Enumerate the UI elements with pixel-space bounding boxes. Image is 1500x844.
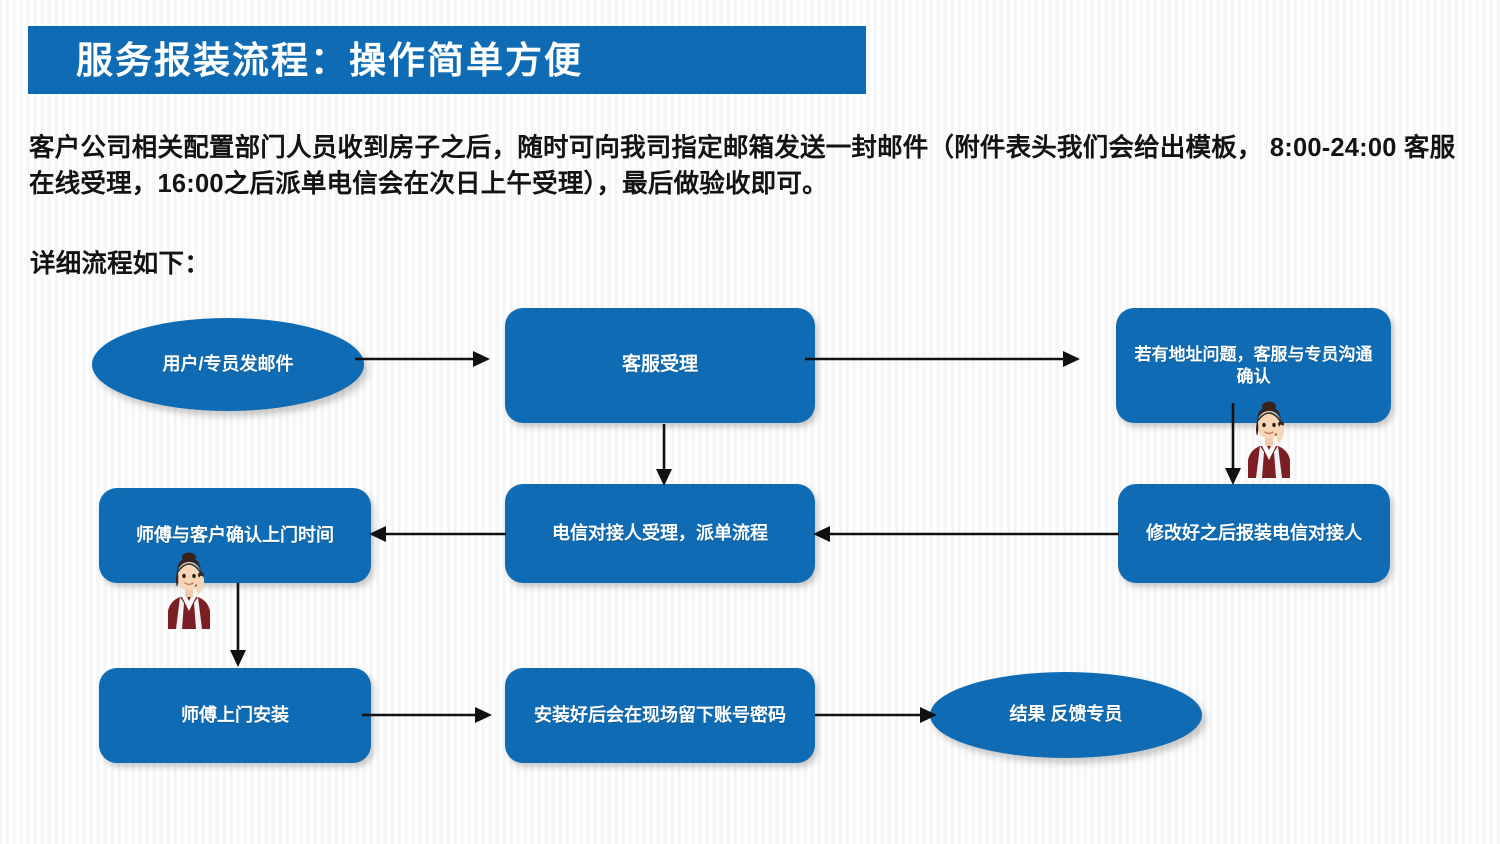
customer-service-operator-icon-left [158,551,220,629]
flow-node-confirm-visit-label: 师傅与客户确认上门时间 [136,524,334,545]
flow-edge-confirm-visit-to-install-onsite [227,583,249,667]
flow-node-leave-account[interactable]: 安装好后会在现场留下账号密码 [505,668,815,763]
flow-node-result-feedback-label: 结果 反馈专员 [1009,704,1123,725]
flow-node-confirm-visit[interactable]: 师傅与客户确认上门时间 [99,488,371,583]
detail-flow-label: 详细流程如下： [30,250,210,278]
flow-node-start[interactable]: 用户/专员发邮件 [92,318,364,411]
flow-node-cs-accept-label: 客服受理 [621,354,698,376]
flow-node-cs-accept[interactable]: 客服受理 [505,308,815,423]
flow-node-telecom-dispatch-label: 电信对接人受理，派单流程 [552,522,768,543]
flow-edge-leave-account-to-result-feedback [815,704,937,726]
flow-node-address-issue[interactable]: 若有地址问题，客服与专员沟通确认 [1116,308,1391,423]
customer-service-operator-icon-right [1238,400,1300,478]
flow-edge-address-issue-to-report-after-fix [1222,403,1244,485]
flow-node-install-onsite-label: 师傅上门安装 [181,704,289,725]
flow-edge-install-onsite-to-leave-account [362,704,492,726]
intro-paragraph: 客户公司相关配置部门人员收到房子之后，随时可向我司指定邮箱发送一封邮件（附件表头… [29,134,1456,199]
flow-edge-cs-accept-to-telecom-dispatch [653,424,675,486]
flow-edge-telecom-dispatch-to-confirm-visit [369,523,506,545]
flow-node-report-after-fix[interactable]: 修改好之后报装电信对接人 [1118,484,1390,583]
flow-node-start-label: 用户/专员发邮件 [162,353,294,374]
flow-node-leave-account-label: 安装好后会在现场留下账号密码 [534,704,786,725]
flow-node-result-feedback[interactable]: 结果 反馈专员 [930,672,1202,758]
flow-edge-report-after-fix-to-telecom-dispatch [813,523,1119,545]
flow-node-address-issue-label: 若有地址问题，客服与专员沟通确认 [1134,344,1373,386]
flow-node-install-onsite[interactable]: 师傅上门安装 [99,668,371,763]
flow-edge-cs-accept-to-address-issue [805,348,1080,370]
flow-node-telecom-dispatch[interactable]: 电信对接人受理，派单流程 [505,484,815,583]
page-title: 服务报装流程：操作简单方便 [76,39,583,81]
flow-node-report-after-fix-label: 修改好之后报装电信对接人 [1146,522,1362,543]
title-banner: 服务报装流程：操作简单方便 [28,26,866,94]
flow-edge-start-to-cs-accept [355,348,490,370]
